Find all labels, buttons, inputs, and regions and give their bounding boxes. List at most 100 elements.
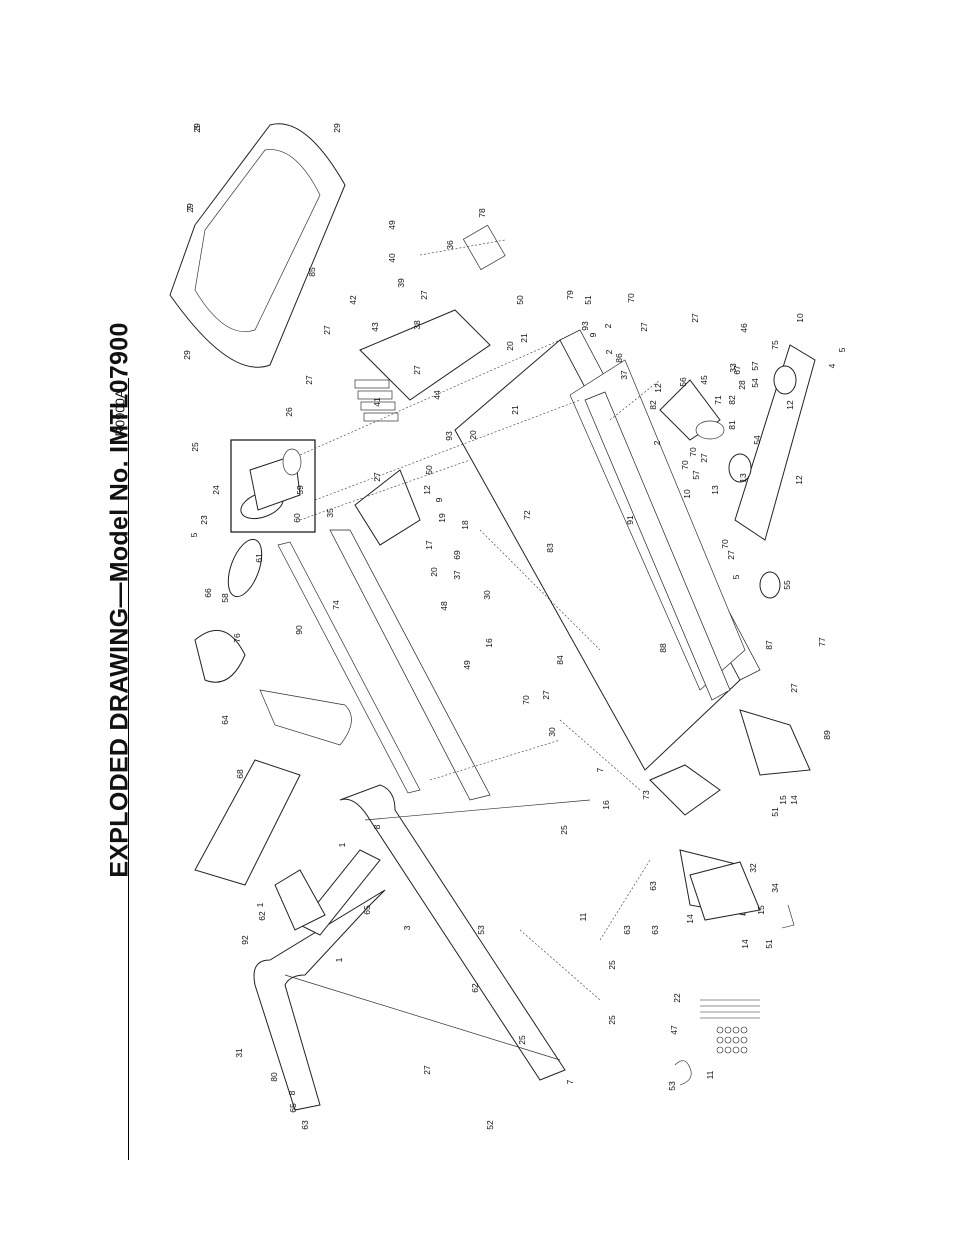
part-number-label: 70 — [720, 539, 730, 549]
incline-gear — [695, 420, 725, 440]
part-number-label: 10 — [795, 313, 805, 323]
part-number-label: 68 — [235, 769, 245, 779]
part-number-label: 25 — [559, 825, 569, 835]
part-number-label: 63 — [648, 881, 658, 891]
part-number-label: 71 — [713, 395, 723, 405]
part-number-label: 8 — [287, 1090, 297, 1095]
part-number-label: 91 — [625, 515, 635, 525]
assembly-line-10 — [609, 379, 661, 421]
part-number-label: 13 — [738, 473, 748, 483]
part-number-label: 62 — [470, 983, 480, 993]
part-number-label: 73 — [641, 790, 651, 800]
part-number-label: 20 — [429, 567, 439, 577]
part-number-label: 5 — [189, 532, 199, 537]
part-number-label: 38 — [412, 320, 422, 330]
part-number-label: 19 — [437, 513, 447, 523]
hardware-31 — [700, 999, 760, 1019]
part-number-label: 25 — [607, 1015, 617, 1025]
part-number-label: 78 — [477, 208, 487, 218]
assembly-line-3 — [314, 399, 581, 501]
part-number-label: 12 — [785, 400, 795, 410]
part-number-label: 26 — [284, 407, 294, 417]
part-number-label: 13 — [710, 485, 720, 495]
part-number-label: 65 — [362, 905, 372, 915]
part-number-label: 3 — [402, 925, 412, 930]
part-number-label: 25 — [190, 442, 200, 452]
part-number-label: 30 — [547, 727, 557, 737]
part-number-label: 36 — [445, 240, 455, 250]
part-number-label: 10 — [682, 489, 692, 499]
part-number-label: 27 — [639, 322, 649, 332]
part-number-label: 57 — [750, 361, 760, 371]
assembly-line-6 — [559, 719, 641, 791]
part-number-label: 27 — [422, 1065, 432, 1075]
part-number-label: 90 — [294, 625, 304, 635]
part-number-label: 66 — [203, 588, 213, 598]
part-number-label: 29 — [182, 350, 192, 360]
part-number-label: 70 — [680, 460, 690, 470]
part-number-label: 12 — [422, 485, 432, 495]
part-number-label: 82 — [727, 395, 737, 405]
console-tray — [194, 759, 301, 886]
console-plate — [274, 869, 326, 931]
part-number-label: 37 — [452, 570, 462, 580]
part-number-label: 27 — [726, 550, 736, 560]
part-number-label: 15 — [778, 795, 788, 805]
handrail-upper — [364, 799, 591, 821]
part-number-label: 80 — [269, 1072, 279, 1082]
part-number-label: 84 — [555, 655, 565, 665]
part-number-label: 54 — [752, 435, 762, 445]
part-number-label: 23 — [199, 515, 209, 525]
part-number-label: 9 — [434, 497, 444, 502]
part-number-label: 22 — [672, 993, 682, 1003]
part-number-label: 57 — [691, 470, 701, 480]
part-number-label: 43 — [370, 322, 380, 332]
key-34 — [781, 904, 795, 929]
part-number-label: 44 — [432, 390, 442, 400]
part-number-label: 35 — [325, 508, 335, 518]
step-tray — [259, 689, 352, 746]
part-number-label: 65 — [288, 1103, 298, 1113]
part-number-label: 32 — [748, 863, 758, 873]
part-number-label: 27 — [690, 313, 700, 323]
part-number-label: 51 — [770, 807, 780, 817]
upright-left — [253, 889, 386, 1111]
part-number-label: 76 — [232, 633, 242, 643]
part-number-label: 25 — [607, 960, 617, 970]
part-number-label: 59 — [295, 485, 305, 495]
part-number-label: 16 — [484, 638, 494, 648]
assembly-line-7 — [519, 929, 601, 1001]
part-number-label: 7 — [185, 205, 195, 210]
part-number-label: 92 — [240, 935, 250, 945]
part-number-label: 39 — [396, 278, 406, 288]
part-number-label: 28 — [737, 380, 747, 390]
part-number-label: 1 — [255, 902, 265, 907]
part-number-label: 29 — [185, 203, 195, 213]
part-number-label: 55 — [782, 580, 792, 590]
control-fins — [354, 379, 399, 422]
part-number-label: 27 — [372, 472, 382, 482]
motor-hood-inner — [194, 149, 321, 332]
part-number-label: 9 — [588, 332, 598, 337]
part-number-label: 85 — [307, 267, 317, 277]
part-number-label: 86 — [614, 353, 624, 363]
part-number-label: 14 — [685, 914, 695, 924]
part-number-label: 34 — [770, 883, 780, 893]
part-number-label: 12 — [653, 383, 663, 393]
part-number-label: 27 — [412, 365, 422, 375]
part-number-label: 47 — [669, 1025, 679, 1035]
part-number-label: 14 — [789, 795, 799, 805]
rear-endcap — [739, 709, 811, 776]
part-number-label: 75 — [770, 340, 780, 350]
part-number-label: 14 — [740, 939, 750, 949]
part-number-label: 21 — [519, 333, 529, 343]
part-number-label: 11 — [578, 912, 588, 921]
part-number-label: 7 — [565, 1079, 575, 1084]
part-number-label: 18 — [460, 520, 470, 530]
assembly-line-5 — [479, 529, 601, 651]
part-number-label: 77 — [817, 637, 827, 647]
part-number-label: 82 — [648, 400, 658, 410]
part-number-label: 29 — [332, 123, 342, 133]
